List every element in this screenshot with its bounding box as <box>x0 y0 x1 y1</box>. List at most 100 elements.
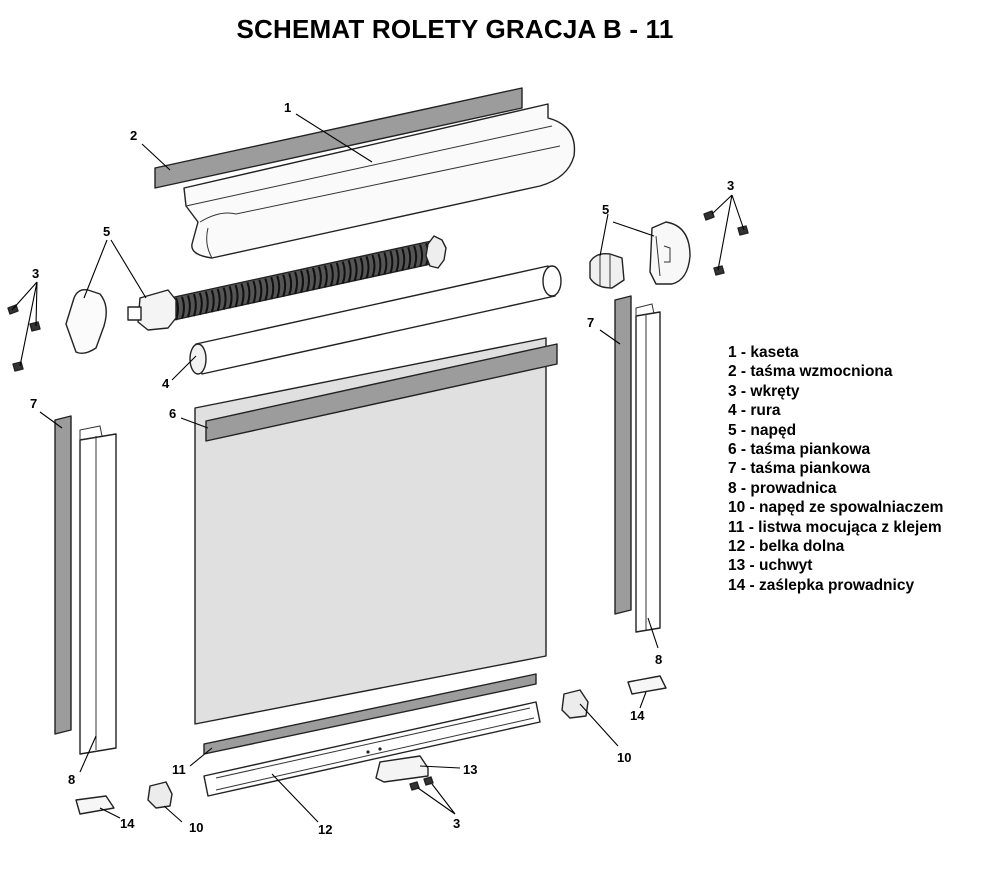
cassette <box>183 103 576 259</box>
side-bracket <box>649 221 691 285</box>
callout-3-right: 3 <box>727 178 734 193</box>
spring-coil <box>204 291 209 314</box>
spring-coil <box>306 269 310 292</box>
reinforced-tape <box>154 87 523 189</box>
spring-coil <box>407 246 412 270</box>
spring-coil <box>282 274 287 297</box>
callout-10-right: 10 <box>617 750 631 765</box>
callout-8-left: 8 <box>68 772 75 787</box>
bar-handle <box>375 755 429 783</box>
callout-1: 1 <box>284 100 291 115</box>
spring-coil <box>371 254 376 278</box>
spring-coil <box>359 257 364 280</box>
spring-coil <box>234 284 239 308</box>
legend-item: 4 - rura <box>728 402 781 420</box>
callout-3-left: 3 <box>32 266 39 281</box>
guide-rail-right <box>635 303 661 633</box>
spring-coil <box>365 255 370 279</box>
screws-left <box>7 304 41 372</box>
legend-item: 12 - belka dolna <box>728 538 845 556</box>
spring-coil <box>419 244 424 267</box>
legend-item: 6 - taśma piankowa <box>728 441 871 459</box>
spring-coil <box>258 279 263 303</box>
spring-coil <box>413 245 418 269</box>
spring-coil <box>377 253 382 277</box>
callout-13: 13 <box>463 762 477 777</box>
callout-7-left: 7 <box>30 396 37 411</box>
brake-drive-right <box>561 689 589 719</box>
guide-rail-left <box>79 425 117 755</box>
legend-item: 13 - uchwyt <box>728 557 813 575</box>
callout-11: 11 <box>172 762 186 777</box>
spring-coil <box>276 275 281 299</box>
callout-2: 2 <box>130 128 137 143</box>
screws-bottom <box>409 776 434 791</box>
callout-7-right: 7 <box>587 315 594 330</box>
callout-8-right: 8 <box>655 652 662 667</box>
callout-5-right: 5 <box>602 202 609 217</box>
spring-coil <box>329 263 334 287</box>
callout-10-left: 10 <box>189 820 203 835</box>
legend-item: 2 - taśma wzmocniona <box>728 363 893 381</box>
spring-coil <box>186 295 191 318</box>
legend-item: 11 - listwa mocująca z klejem <box>728 518 942 536</box>
spring-coil <box>311 267 316 291</box>
spring-coil <box>341 261 346 284</box>
callout-5-left: 5 <box>103 224 110 239</box>
mounting-strip <box>203 673 537 755</box>
spring-coil <box>383 252 388 275</box>
tube <box>189 265 562 375</box>
spring-coil <box>401 248 406 271</box>
spring-coil <box>181 296 185 320</box>
foam-tape-top <box>205 343 558 442</box>
spring-coil <box>317 266 322 290</box>
callout-12: 12 <box>318 822 332 837</box>
callout-6: 6 <box>169 406 176 421</box>
callout-4: 4 <box>162 376 170 391</box>
spring-coil <box>395 249 400 273</box>
spring-coil <box>240 283 245 307</box>
callout-3-bottom: 3 <box>453 816 460 831</box>
spring-coil <box>252 280 257 304</box>
foam-tape-left <box>54 415 72 735</box>
drive-knob <box>589 252 625 289</box>
spring-coil <box>192 293 197 317</box>
spring-coil <box>300 270 305 293</box>
screws-right <box>703 210 749 276</box>
spring-coil <box>228 285 233 309</box>
legend-item: 3 - wkręty <box>728 382 800 400</box>
bottom-bar <box>203 701 541 797</box>
legend-item: 7 - taśma piankowa <box>728 460 871 478</box>
callout-14-right: 14 <box>630 708 645 723</box>
left-end-cap <box>65 288 107 355</box>
spring-coil <box>216 288 221 312</box>
legend-item: 14 - zaślepka prowadnicy <box>728 576 915 594</box>
brake-drive-left <box>147 781 173 809</box>
legend-item: 8 - prowadnica <box>728 479 837 497</box>
spring-coil <box>198 292 203 316</box>
spring-coil <box>389 250 394 274</box>
spring-drive <box>127 235 447 331</box>
diagram-title: SCHEMAT ROLETY GRACJA B - 11 <box>236 14 674 44</box>
spring-coil <box>323 265 328 288</box>
callout-14-left: 14 <box>120 816 135 831</box>
spring-coil <box>264 278 269 301</box>
guide-cap-left <box>75 795 115 815</box>
fabric <box>194 337 547 725</box>
guide-cap-right <box>627 675 667 695</box>
spring-coil <box>335 262 340 286</box>
spring-coil <box>210 289 215 313</box>
spring-coil <box>270 276 275 300</box>
spring-coil <box>353 258 358 282</box>
spring-coil <box>288 272 293 296</box>
legend-item: 1 - kaseta <box>728 344 799 361</box>
foam-tape-right <box>614 295 632 615</box>
spring-coil <box>246 282 251 305</box>
legend-item: 5 - napęd <box>728 421 797 439</box>
leader-lines <box>11 113 745 823</box>
legend-item: 10 - napęd ze spowalniaczem <box>728 499 944 517</box>
spring-coil <box>347 259 352 283</box>
spring-coil <box>294 271 299 295</box>
